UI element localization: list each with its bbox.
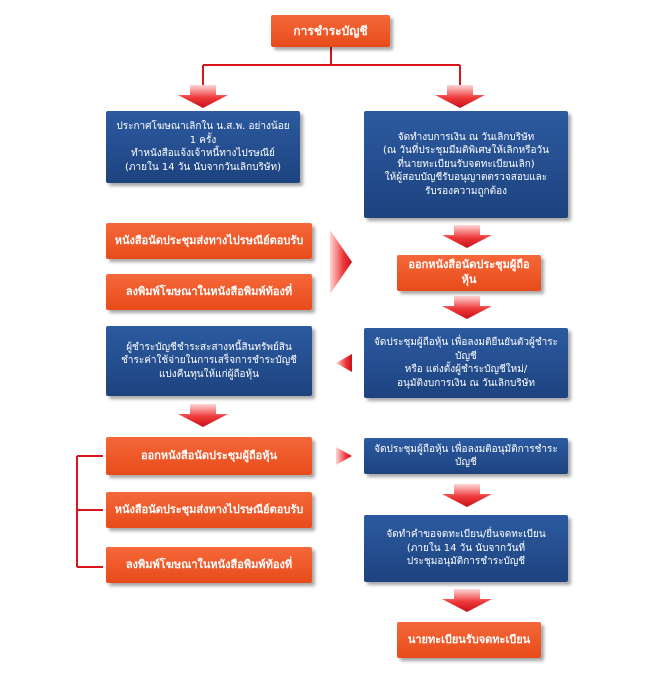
liquidator-duties-text: ผู้ชำระบัญชีชำระสะสางหนี้สินทรัพย์สิน ชำ…: [121, 341, 297, 380]
registrar-text: นายทะเบียนรับจดทะเบียน: [407, 632, 531, 646]
newspaper-ad-box: ลงพิมพ์โฆษณาในหนังสือพิมพ์ท้องที่: [106, 274, 312, 310]
right-arrow-large: [330, 230, 352, 294]
down-arrow-right-1: [435, 85, 485, 108]
notice-box: ประกาศโฆษณาเลิกใน น.ส.พ. อย่างน้อย 1 ครั…: [106, 111, 300, 183]
title-text: การชำระบัญชี: [293, 23, 368, 38]
issue-notice-left-text: ออกหนังสือนัดประชุมผู้ถือหุ้น: [141, 448, 277, 462]
branch-connector: [202, 47, 461, 85]
registrar-box: นายทะเบียนรับจดทะเบียน: [397, 622, 541, 658]
registration-text: จัดทำคำขอจดทะเบียน/ยื่นจดทะเบียน (ภายใน …: [386, 529, 546, 568]
meeting-confirm-box: จัดประชุมผู้ถือหุ้น เพื่อลงมติยืนยันตัวผ…: [364, 328, 568, 398]
meeting-letter-2-box: หนังสือนัดประชุมส่งทางไปรษณีย์ตอบรับ: [106, 492, 312, 528]
newspaper-ad-2-text: ลงพิมพ์โฆษณาในหนังสือพิมพ์ท้องที่: [125, 557, 293, 571]
right-arrow-small: [336, 447, 352, 465]
meeting-approve-box: จัดประชุมผู้ถือหุ้น เพื่อลงมติอนุมัติการ…: [364, 438, 568, 474]
down-arrow-right-5: [442, 589, 492, 612]
issue-notice-right-box: ออกหนังสือนัดประชุมผู้ถือหุ้น: [397, 255, 541, 291]
meeting-letter-text: หนังสือนัดประชุมส่งทางไปรษณีย์ตอบรับ: [114, 233, 304, 247]
meeting-confirm-text: จัดประชุมผู้ถือหุ้น เพื่อลงมติยืนยันตัวผ…: [374, 337, 558, 389]
down-arrow-right-2: [442, 225, 492, 248]
meeting-approve-text: จัดประชุมผู้ถือหุ้น เพื่อลงมติอนุมัติการ…: [374, 443, 558, 469]
down-arrow-right-4: [442, 484, 492, 507]
newspaper-ad-2-box: ลงพิมพ์โฆษณาในหนังสือพิมพ์ท้องที่: [106, 547, 312, 583]
issue-notice-right-text: ออกหนังสือนัดประชุมผู้ถือหุ้น: [408, 258, 530, 286]
registration-box: จัดทำคำขอจดทะเบียน/ยื่นจดทะเบียน (ภายใน …: [364, 515, 568, 582]
meeting-letter-2-text: หนังสือนัดประชุมส่งทางไปรษณีย์ตอบรับ: [114, 502, 304, 516]
bottom-left-bracket: [76, 455, 103, 568]
issue-notice-left-box: ออกหนังสือนัดประชุมผู้ถือหุ้น: [106, 437, 312, 475]
newspaper-ad-text: ลงพิมพ์โฆษณาในหนังสือพิมพ์ท้องที่: [125, 284, 293, 298]
meeting-letter-box: หนังสือนัดประชุมส่งทางไปรษณีย์ตอบรับ: [106, 223, 312, 259]
notice-text: ประกาศโฆษณาเลิกใน น.ส.พ. อย่างน้อย 1 ครั…: [116, 121, 290, 173]
financial-statement-text: จัดทำงบการเงิน ณ วันเลิกบริษัท (ณ วันที่…: [383, 131, 549, 197]
down-arrow-left-1: [178, 85, 228, 108]
left-arrow: [336, 354, 352, 372]
title-box: การชำระบัญชี: [271, 15, 390, 47]
liquidator-duties-box: ผู้ชำระบัญชีชำระสะสางหนี้สินทรัพย์สิน ชำ…: [106, 326, 312, 396]
financial-statement-box: จัดทำงบการเงิน ณ วันเลิกบริษัท (ณ วันที่…: [364, 111, 568, 218]
down-arrow-right-3: [442, 296, 492, 319]
down-arrow-left-2: [178, 404, 228, 427]
